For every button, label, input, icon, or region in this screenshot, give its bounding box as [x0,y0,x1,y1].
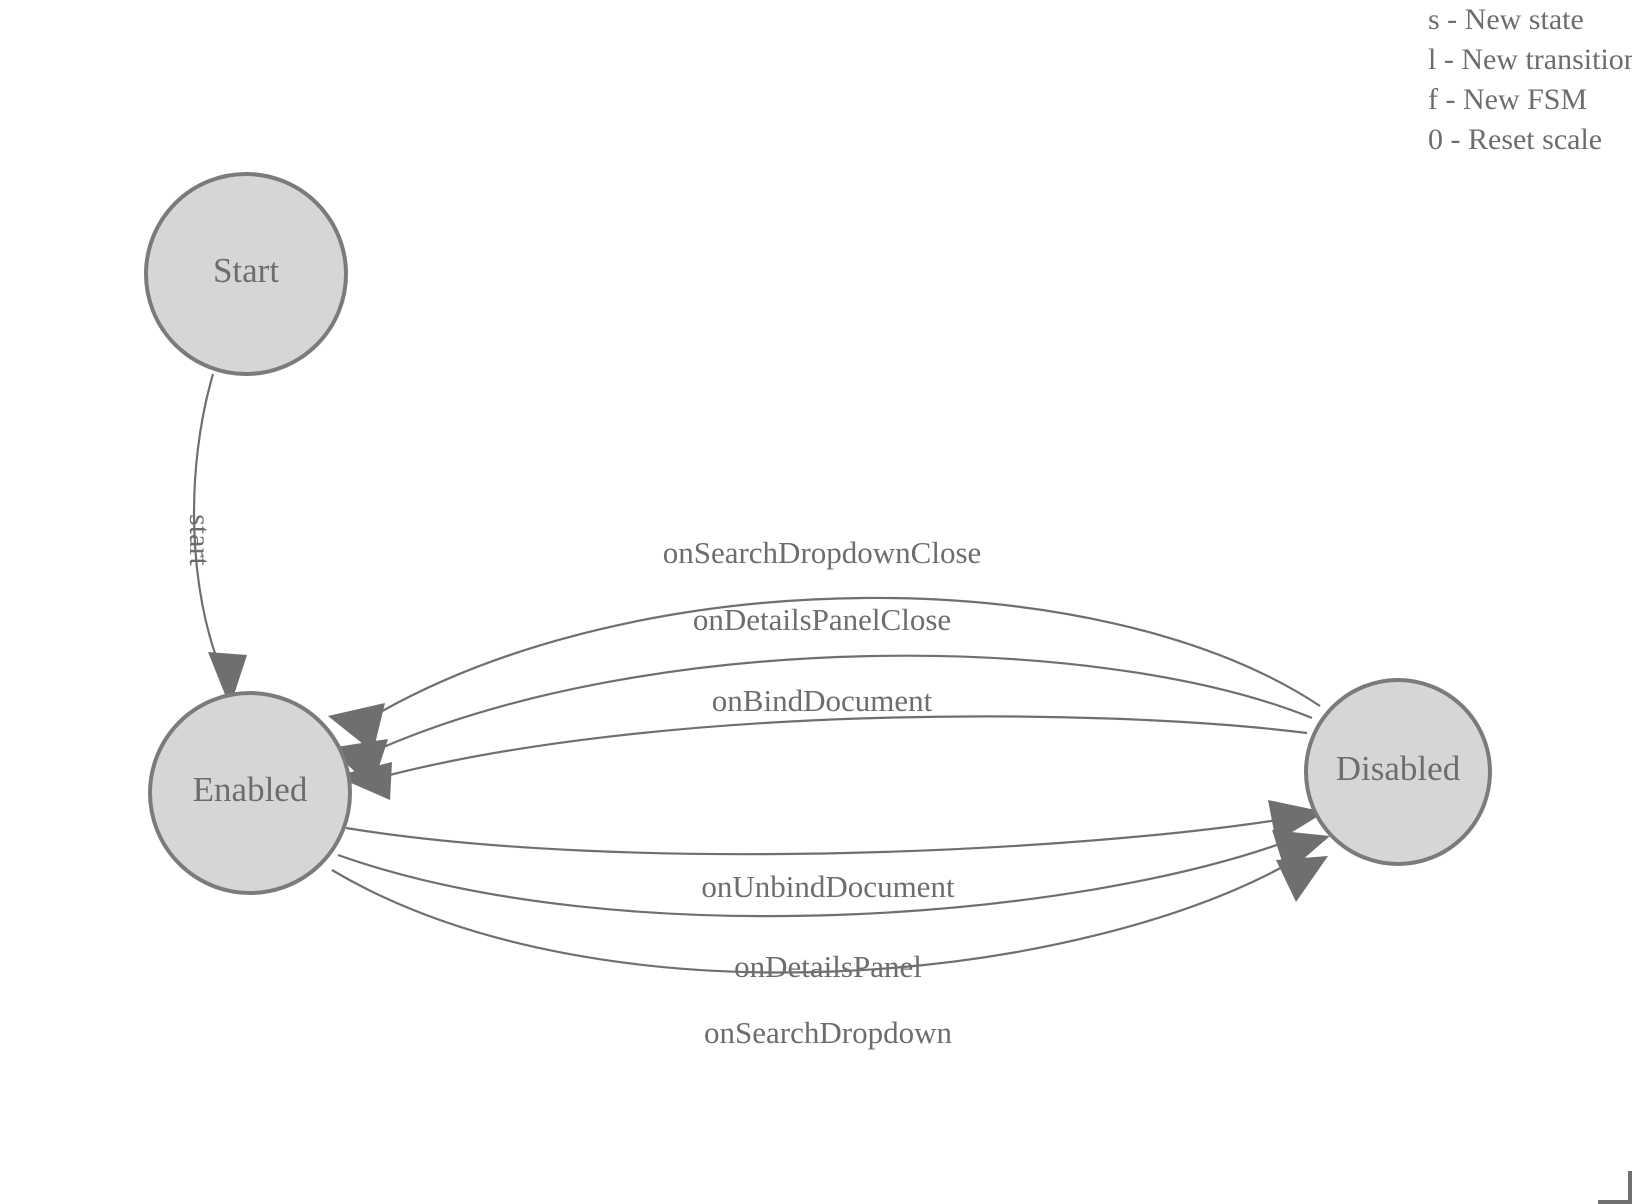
edge-label-onDetailsPanelClose: onDetailsPanelClose [693,602,951,637]
transition-start[interactable]: start [183,373,247,707]
transition-onDetailsPanelClose[interactable]: onDetailsPanelClose [330,602,1313,788]
arrowhead-onSearchDropdownClose [328,703,385,752]
state-circle-enabled[interactable] [148,691,352,895]
arrowhead-onBindDocument [335,762,392,800]
state-label-start: Start [213,251,279,290]
state-node-enabled[interactable]: Enabled [148,691,352,895]
corner-horizontal-rule [1598,1200,1632,1204]
edge-label-onSearchDropdown: onSearchDropdown [704,1015,952,1050]
edge-path-onBindDocument [377,715,1308,780]
transition-onSearchDropdownClose[interactable]: onSearchDropdownClose [328,535,1321,752]
edge-path-onSearchDropdownClose [369,596,1321,719]
edge-label-start: start [183,514,216,566]
state-label-enabled: Enabled [193,770,308,809]
arrowhead-onSearchDropdown [1276,856,1328,902]
state-circle-start[interactable] [144,172,348,376]
edge-label-onUnbindDocument: onUnbindDocument [701,869,955,904]
transition-onDetailsPanel[interactable]: onDetailsPanel [337,830,1330,984]
edge-path-onDetailsPanel [337,836,1297,918]
edge-label-onDetailsPanel: onDetailsPanel [734,949,922,984]
edge-path-start [192,373,224,673]
corner-vertical-rule [1628,1171,1632,1204]
transition-onUnbindDocument[interactable]: onUnbindDocument [345,800,1325,904]
state-node-disabled[interactable]: Disabled [1304,678,1492,866]
edge-path-onUnbindDocument [345,816,1291,856]
edge-label-onBindDocument: onBindDocument [712,683,933,718]
edge-label-onSearchDropdownClose: onSearchDropdownClose [663,535,982,570]
transition-onBindDocument[interactable]: onBindDocument [335,683,1308,800]
resize-corner-mark[interactable] [1598,1171,1632,1204]
edge-path-onSearchDropdown [331,855,1303,974]
transition-onSearchDropdown[interactable]: onSearchDropdown [331,855,1328,1050]
state-label-disabled: Disabled [1336,749,1461,788]
arrowhead-start [208,652,247,707]
edge-path-onDetailsPanelClose [371,654,1313,754]
state-circle-disabled[interactable] [1304,678,1492,866]
state-node-start[interactable]: Start [144,172,348,376]
